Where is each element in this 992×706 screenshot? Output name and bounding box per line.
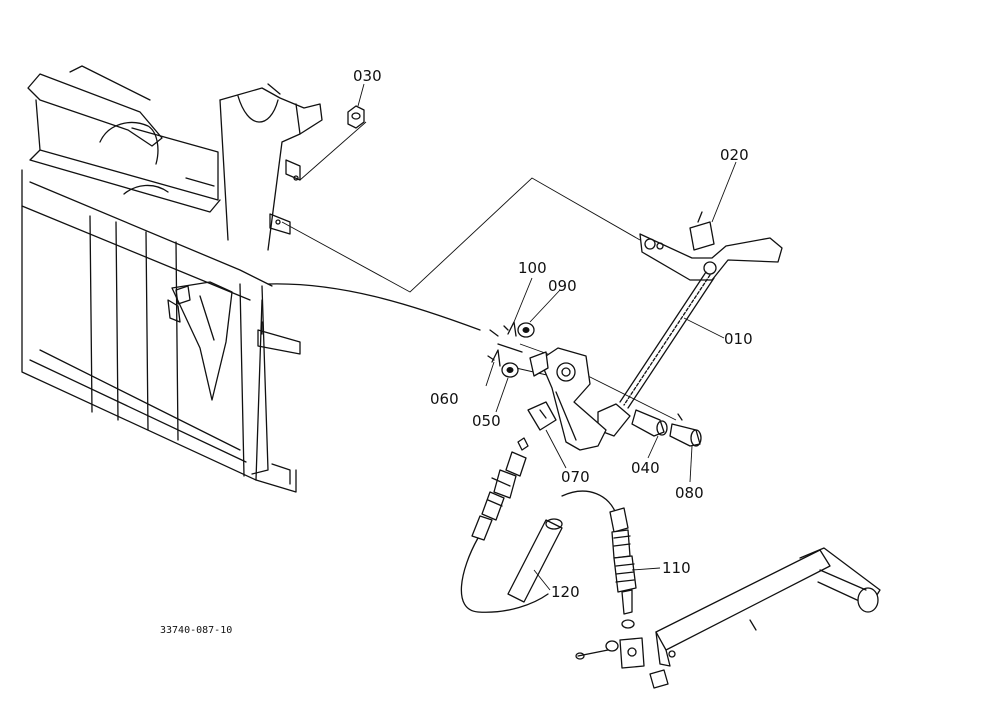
part-labels: 030 020 100 090 010 060 050 070 040 080 … (353, 67, 753, 601)
nut-030 (347, 105, 365, 129)
shaft-arm (655, 547, 881, 667)
pin-stub (497, 343, 523, 353)
bell-crank (529, 347, 607, 451)
cable-end-stub (489, 329, 499, 337)
label-120: 120 (551, 583, 580, 601)
drawing-number: 33740-087-10 (160, 625, 232, 636)
label-110: 110 (662, 559, 691, 577)
label-100: 100 (518, 259, 547, 277)
washer-050 (501, 362, 519, 378)
bracket-070 (527, 401, 557, 431)
label-090: 090 (548, 277, 577, 295)
clip-100 (503, 321, 517, 337)
control-cable (267, 283, 481, 331)
label-060: 060 (430, 390, 459, 408)
label-leaders (357, 83, 737, 591)
leader-lines (281, 121, 677, 421)
label-080: 080 (675, 484, 704, 502)
sleeve-120 (507, 518, 563, 603)
label-070: 070 (561, 468, 590, 486)
label-020: 020 (720, 146, 749, 164)
label-030: 030 (353, 67, 382, 85)
clip-060 (487, 349, 501, 367)
label-050: 050 (472, 412, 501, 430)
frame-assembly (21, 65, 323, 493)
cable-110 (561, 490, 669, 689)
pin-040 (631, 409, 668, 437)
lever-020 (639, 211, 783, 281)
label-040: 040 (631, 459, 660, 477)
cable-assembly-left (460, 437, 549, 613)
linkage-rod-010 (597, 271, 715, 437)
washer-090 (517, 322, 535, 338)
label-010: 010 (724, 330, 753, 348)
pin-080 (669, 413, 702, 447)
